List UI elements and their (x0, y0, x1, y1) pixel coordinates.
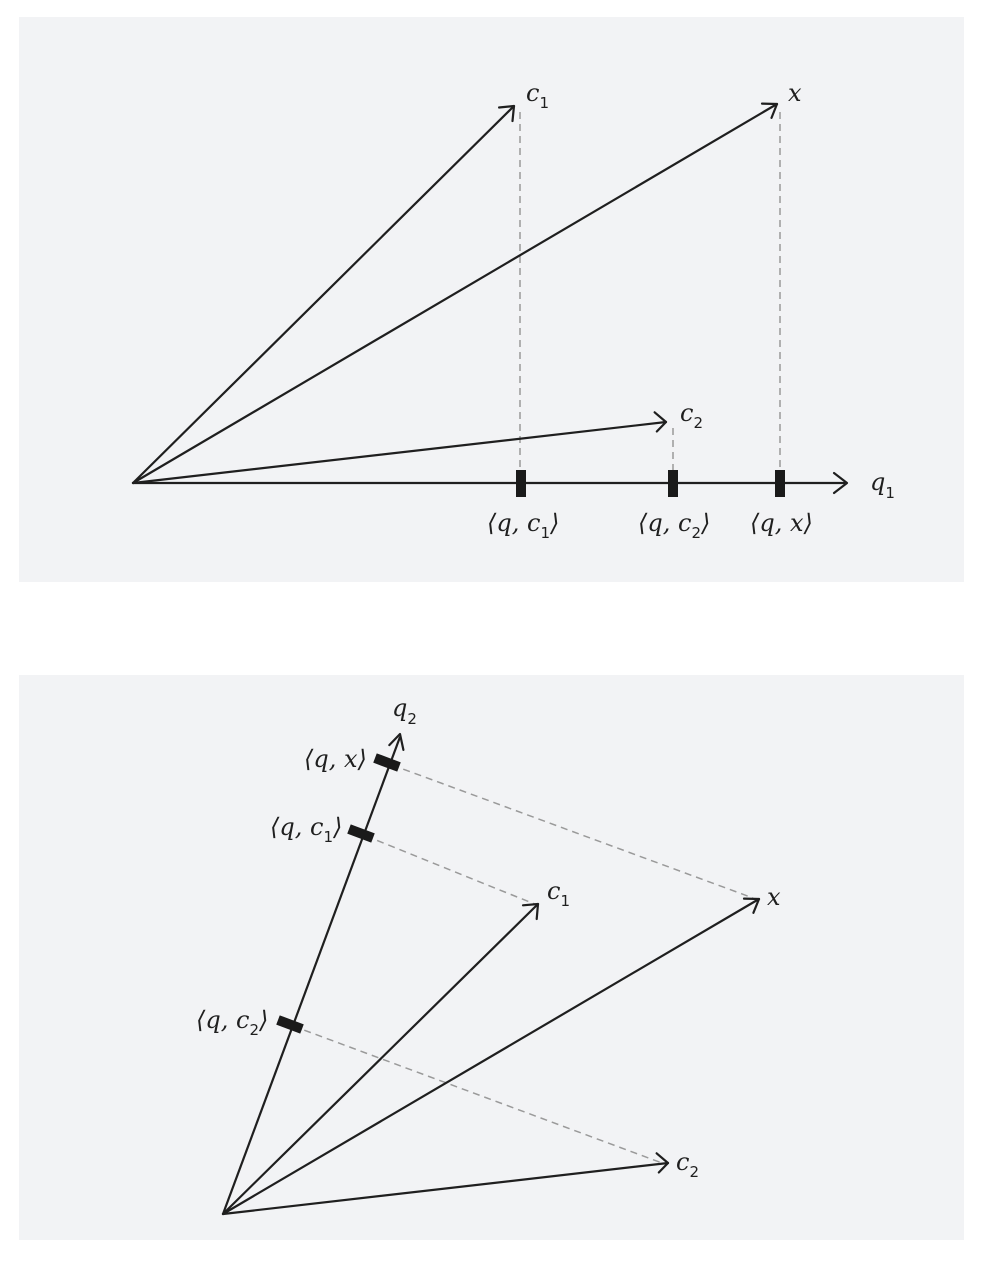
top-vector-x (131, 102, 779, 485)
top-diagram: c1 x c2 q1 ⟨q, c1⟩ ⟨q, c2⟩ ⟨q, x⟩ (131, 79, 895, 542)
top-vector-c2 (131, 420, 668, 485)
bottom-label-x: x (767, 883, 781, 911)
bottom-vector-c2-arrowhead (655, 1152, 670, 1174)
top-label-x: x (788, 79, 802, 107)
bottom-tick-label-qc1: ⟨q, c1⟩ (270, 813, 342, 846)
top-vector-c1-arrowhead (498, 104, 516, 123)
bottom-vector-c1-arrowhead (521, 902, 540, 921)
bottom-label-c1: c1 (547, 877, 570, 910)
bottom-tick-qc2 (276, 1015, 304, 1034)
bottom-vector-c1 (221, 902, 540, 1216)
top-label-c2: c2 (680, 399, 703, 432)
bottom-vector-x-arrowhead (742, 897, 761, 914)
bottom-tick-qx (373, 753, 401, 772)
bottom-tick-qc1 (347, 824, 375, 843)
top-axis-label: q1 (870, 468, 895, 502)
top-vector-c1 (131, 104, 516, 485)
bottom-diagram: c1 x c2 q2 ⟨q, x⟩ ⟨q, c1⟩ ⟨q, c2⟩ (196, 694, 781, 1216)
bottom-diagram-panel (19, 675, 964, 1240)
bottom-vector-x (221, 897, 761, 1216)
bottom-proj-x (391, 764, 754, 899)
top-axis-arrowhead (832, 471, 849, 495)
top-vector-x-arrowhead (760, 102, 779, 120)
top-vector-c2-arrowhead (653, 411, 668, 433)
bottom-axis-q2 (221, 736, 402, 1215)
top-tick-label-qc1: ⟨q, c1⟩ (487, 509, 559, 542)
top-tick-label-qc2: ⟨q, c2⟩ (638, 509, 710, 542)
top-diagram-panel (19, 17, 964, 582)
bottom-vector-c2 (221, 1161, 670, 1216)
bottom-tick-label-qc2: ⟨q, c2⟩ (196, 1006, 268, 1039)
bottom-proj-c1 (365, 835, 538, 906)
top-label-c1: c1 (526, 79, 549, 112)
bottom-axis-arrowhead (388, 732, 405, 752)
top-tick-label-qx: ⟨q, x⟩ (750, 509, 813, 537)
bottom-axis-label: q2 (392, 694, 417, 728)
bottom-tick-label-qx: ⟨q, x⟩ (304, 745, 367, 773)
bottom-label-c2: c2 (676, 1148, 699, 1181)
bottom-proj-c2 (292, 1025, 663, 1164)
